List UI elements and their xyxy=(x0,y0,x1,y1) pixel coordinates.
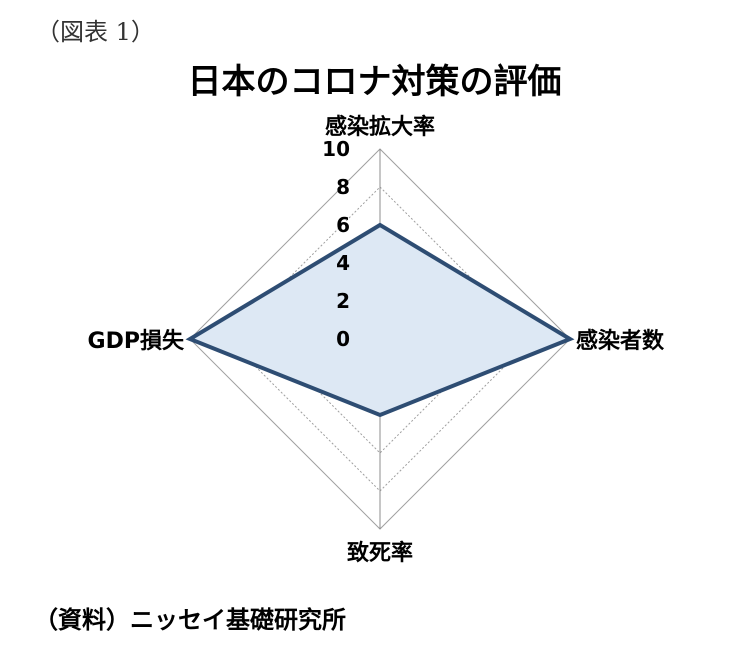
tick-label: 0 xyxy=(336,327,350,351)
tick-label: 2 xyxy=(336,289,350,313)
tick-label: 6 xyxy=(336,213,350,237)
source-note: （資料）ニッセイ基礎研究所 xyxy=(34,606,346,634)
tick-label: 8 xyxy=(336,175,350,199)
tick-label: 10 xyxy=(322,137,350,161)
axis-label-infections: 感染者数 xyxy=(576,328,665,354)
axis-label-fatality-rate: 致死率 xyxy=(347,540,413,566)
series-polygon xyxy=(185,222,575,418)
axis-label-infection-spread-rate: 感染拡大率 xyxy=(325,114,435,140)
figure-label: （図表 1） xyxy=(36,18,155,46)
tick-label: 4 xyxy=(336,251,350,275)
tick-labels: 0 2 4 6 8 10 xyxy=(322,137,350,351)
chart-title: 日本のコロナ対策の評価 xyxy=(187,62,562,102)
axis-label-gdp-loss: GDP損失 xyxy=(88,329,185,354)
